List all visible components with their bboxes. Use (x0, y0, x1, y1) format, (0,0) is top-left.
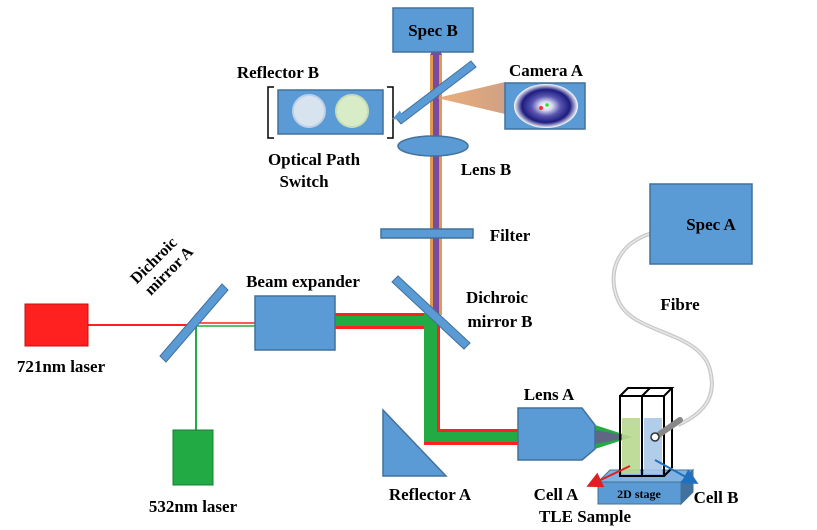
dichroic-b-label-2: mirror B (468, 312, 533, 331)
switch-bracket-left (267, 86, 274, 139)
filter (380, 228, 474, 239)
lens-a-label: Lens A (524, 385, 575, 404)
laser-532-box (172, 429, 214, 486)
dichroic-mirror-a (159, 283, 229, 363)
laser-532-label: 532nm laser (149, 497, 238, 516)
dichroic-mirror-b (391, 275, 471, 350)
reflector-b-mirror (395, 60, 477, 125)
tle-sample-label: TLE Sample (539, 507, 632, 526)
reflector-b-label: Reflector B (237, 63, 319, 82)
spec-b-box (392, 7, 474, 53)
stage-2d-front (597, 481, 682, 505)
beam-expander (254, 295, 336, 351)
cell-b-label: Cell B (694, 488, 739, 507)
stage-2d-label: 2D stage (617, 487, 661, 501)
cell-a-liquid (622, 418, 640, 474)
cell-a-label: Cell A (534, 485, 580, 504)
cell-a-arrow (586, 465, 631, 488)
switch-slot-1 (292, 94, 326, 128)
spec-b-label: Spec B (408, 21, 458, 40)
lens-b-label: Lens B (461, 160, 512, 179)
optical-path-label-2: Switch (279, 172, 329, 191)
camera-beam-fan (437, 82, 505, 114)
camera-a-label: Camera A (509, 61, 584, 80)
switch-arrow (392, 106, 423, 121)
lens-b (397, 135, 469, 157)
laser-721-box (24, 303, 89, 347)
cell-b-liquid (644, 418, 662, 474)
switch-slot-2 (335, 94, 369, 128)
expanded-beam-vertical (424, 313, 440, 445)
spec-a-label: Spec A (686, 215, 736, 234)
cell-b-arrow (654, 459, 699, 484)
switch-bracket-right (387, 86, 394, 139)
laser-721-label: 721nm laser (17, 357, 106, 376)
fibre-label: Fibre (660, 295, 700, 314)
optical-path-label-1: Optical Path (268, 150, 361, 169)
spec-a-box (649, 183, 753, 265)
cell-b (641, 395, 665, 477)
lens-a (517, 407, 596, 461)
beam-expander-label: Beam expander (246, 272, 360, 291)
filter-label: Filter (490, 226, 531, 245)
expanded-beam-horizontal (335, 313, 435, 329)
expanded-beam-to-lens (424, 429, 520, 445)
dichroic-b-label-1: Dichroic (466, 288, 528, 307)
reflector-a (382, 408, 448, 477)
reflector-a-label: Reflector A (389, 485, 472, 504)
